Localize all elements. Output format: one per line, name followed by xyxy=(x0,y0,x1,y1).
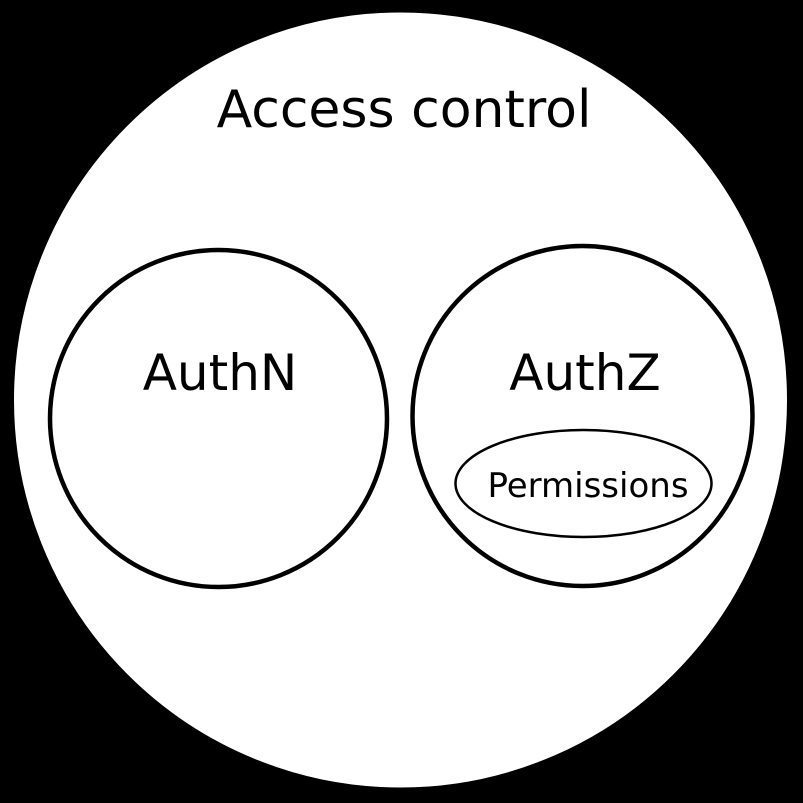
access-control-set-ellipse xyxy=(12,10,789,790)
permissions-label: Permissions xyxy=(487,466,688,506)
access-control-label: Access control xyxy=(217,80,592,140)
permissions-subset-ellipse xyxy=(454,428,713,539)
authn-set-circle xyxy=(47,247,390,590)
authz-label: AuthZ xyxy=(509,344,660,402)
authn-label: AuthN xyxy=(143,344,298,402)
